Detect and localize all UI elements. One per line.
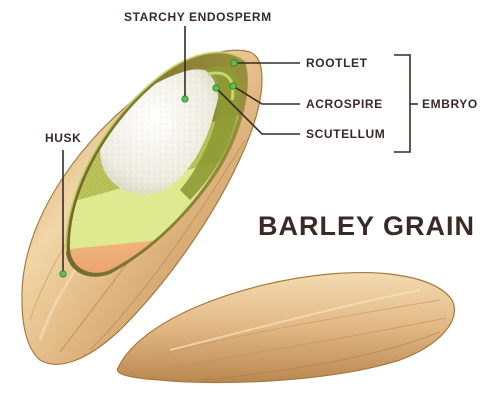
acrospire-label: ACROSPIRE: [306, 97, 383, 111]
back-grain: [117, 273, 454, 383]
husk-dot: [60, 271, 66, 277]
rootlet-label: ROOTLET: [306, 56, 368, 70]
rootlet-dot: [231, 60, 237, 66]
embryo-bracket: [394, 55, 410, 152]
embryo-label: EMBRYO: [422, 97, 478, 111]
husk-label: HUSK: [45, 131, 81, 145]
acrospire-dot: [230, 83, 236, 89]
endosperm-dot: [182, 96, 188, 102]
scutellum-label: SCUTELLUM: [306, 127, 385, 141]
diagram-title: BARLEY GRAIN: [258, 211, 475, 241]
scutellum-dot: [213, 85, 219, 91]
starchy-endosperm-label: STARCHY ENDOSPERM: [124, 10, 272, 24]
